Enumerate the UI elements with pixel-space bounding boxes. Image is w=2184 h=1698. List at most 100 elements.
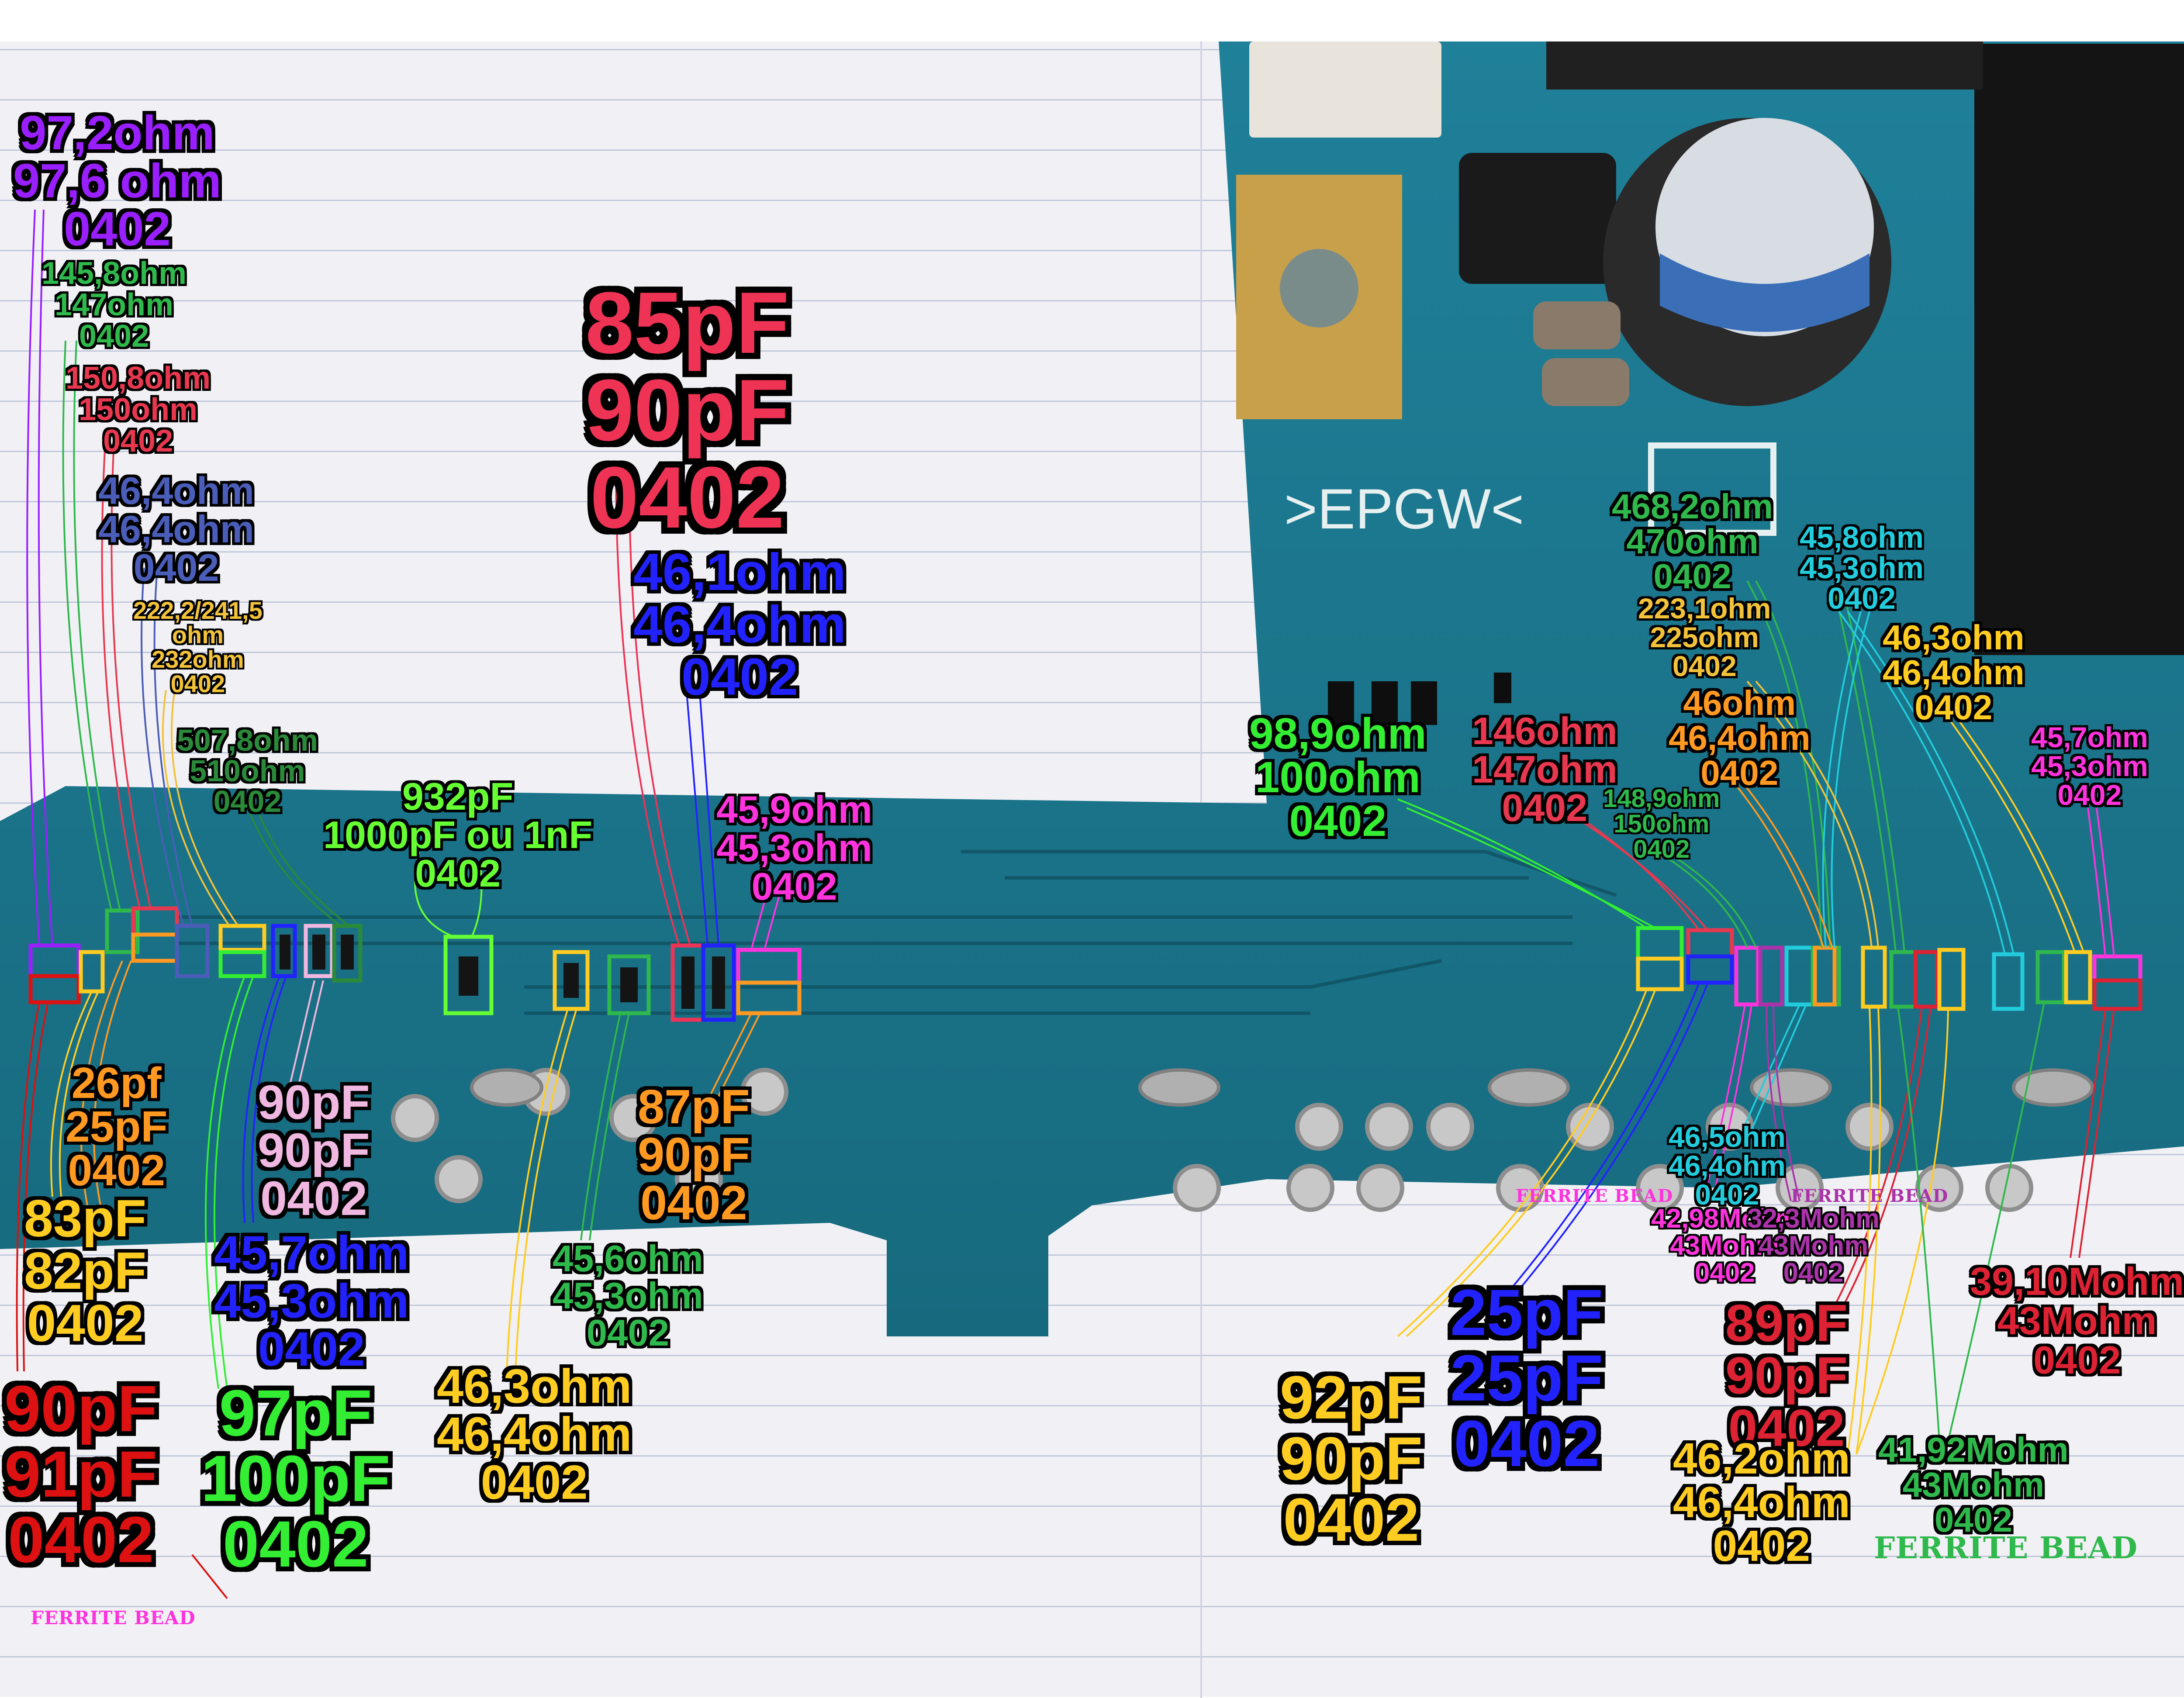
measurement-value: 0402 (68, 1146, 165, 1195)
measurement-value: 0402 (103, 424, 173, 459)
measurement-value: 90pF (258, 1076, 370, 1129)
measurement-value: 97,6 ohm (13, 154, 221, 208)
measurement-value: 0402 (1783, 1258, 1844, 1288)
measurement-value: 46,5ohm (1669, 1121, 1786, 1153)
ferrite-bead-note: FERRITE BEAD (1874, 1531, 2138, 1566)
measurement-value: 97pF (219, 1376, 372, 1450)
measurement-value: 42,98Mohm (1651, 1204, 1799, 1234)
measurement-value: 0402 (1713, 1522, 1811, 1570)
measurement-value: 147ohm (1472, 748, 1617, 791)
measurement-value: 45,3ohm (214, 1274, 409, 1328)
measurement-value: 0402 (213, 784, 282, 818)
measurement-value: 90pF (4, 1372, 158, 1445)
measurement-value: 0402 (480, 1456, 588, 1509)
measurement-value: 0402 (1283, 1485, 1420, 1554)
measurement-value: 45,3ohm (1800, 551, 1924, 585)
measurement-value: 0402 (27, 1294, 144, 1353)
measurement-value: 43Mohm (1758, 1231, 1869, 1261)
measurement-value: 90pF (638, 1128, 750, 1182)
measurement-value: 0402 (1289, 797, 1387, 846)
measurement-value: 43Mohm (1670, 1231, 1780, 1261)
measurement-value: 0402 (1694, 1258, 1755, 1288)
measurement-value: 470ohm (1626, 522, 1759, 561)
measurement-value: 46,2ohm (1673, 1434, 1850, 1483)
measurement-value: 150,8ohm (66, 361, 211, 396)
measurement-value: 46,3ohm (1883, 618, 2025, 657)
measurement-value: 45,3ohm (2031, 750, 2148, 782)
measurement-value: 510ohm (190, 754, 305, 788)
measurement-value: 0402 (1934, 1500, 2012, 1539)
measurement-value: 0402 (1653, 557, 1731, 596)
measurement-value: 0402 (1828, 581, 1896, 615)
measurement-value: 0402 (79, 319, 149, 354)
measurement-value: 45,8ohm (1800, 520, 1924, 554)
measurement-value: 90pF (1280, 1424, 1423, 1493)
measurement-value: 223,1ohm (1638, 592, 1771, 625)
measurement-value: 46ohm (1683, 683, 1796, 722)
measurement-value: 0402 (1454, 1407, 1600, 1480)
measurement-value: 45,3ohm (553, 1275, 703, 1317)
measurement-value: 0402 (586, 1312, 669, 1354)
ferrite-bead-note: FERRITE BEAD (1791, 1186, 1949, 1206)
measurement-value: 97,2ohm (20, 106, 215, 160)
measurement-value: 0402 (1672, 650, 1737, 682)
measurement-value: 0402 (2033, 1339, 2121, 1382)
measurement-value: 0402 (1700, 753, 1779, 792)
measurement-value: 46,4ohm (98, 469, 255, 512)
measurement-value: 46,4ohm (1883, 653, 2025, 692)
measurement-value: 25pF (66, 1102, 168, 1151)
measurement-value: 46,3ohm (437, 1360, 632, 1413)
measurement-value: 150ohm (1614, 810, 1710, 838)
measurement-value: 46,4ohm (1673, 1478, 1850, 1527)
measurement-value: 0402 (1914, 688, 1993, 727)
ferrite-bead-note: FERRITE BEAD (1516, 1186, 1673, 1206)
measurement-value: 0402 (64, 202, 171, 256)
measurement-value: 85pF (585, 274, 789, 372)
measurement-value: 46,4ohm (1669, 1149, 1786, 1182)
measurement-value: 0402 (260, 1172, 367, 1225)
ic-chip (1974, 44, 2184, 655)
measurement-value: 0402 (170, 670, 225, 697)
measurement-value: 1000pF ou 1nF (323, 813, 593, 856)
measurement-value: 90pF (258, 1124, 370, 1177)
measurement-value: 45,7ohm (2031, 721, 2148, 753)
connector (1249, 41, 1441, 138)
measurement-value: 46,4ohm (98, 507, 255, 551)
measurement-value: 0402 (133, 546, 219, 589)
measurement-value: 0402 (1728, 1399, 1845, 1457)
measurement-value: 0402 (8, 1503, 154, 1576)
measurement-value: 0402 (415, 852, 501, 895)
measurement-value: 92pF (1280, 1363, 1423, 1432)
measurement-value: 46,4ohm (633, 595, 846, 654)
measurement-value: 32,3Mohm (1747, 1204, 1880, 1234)
measurement-value: 146ohm (1472, 709, 1617, 752)
measurement-value: 0402 (1695, 1178, 1759, 1211)
measurement-value: 89pF (1725, 1294, 1848, 1353)
measurement-value: 0402 (258, 1322, 365, 1376)
